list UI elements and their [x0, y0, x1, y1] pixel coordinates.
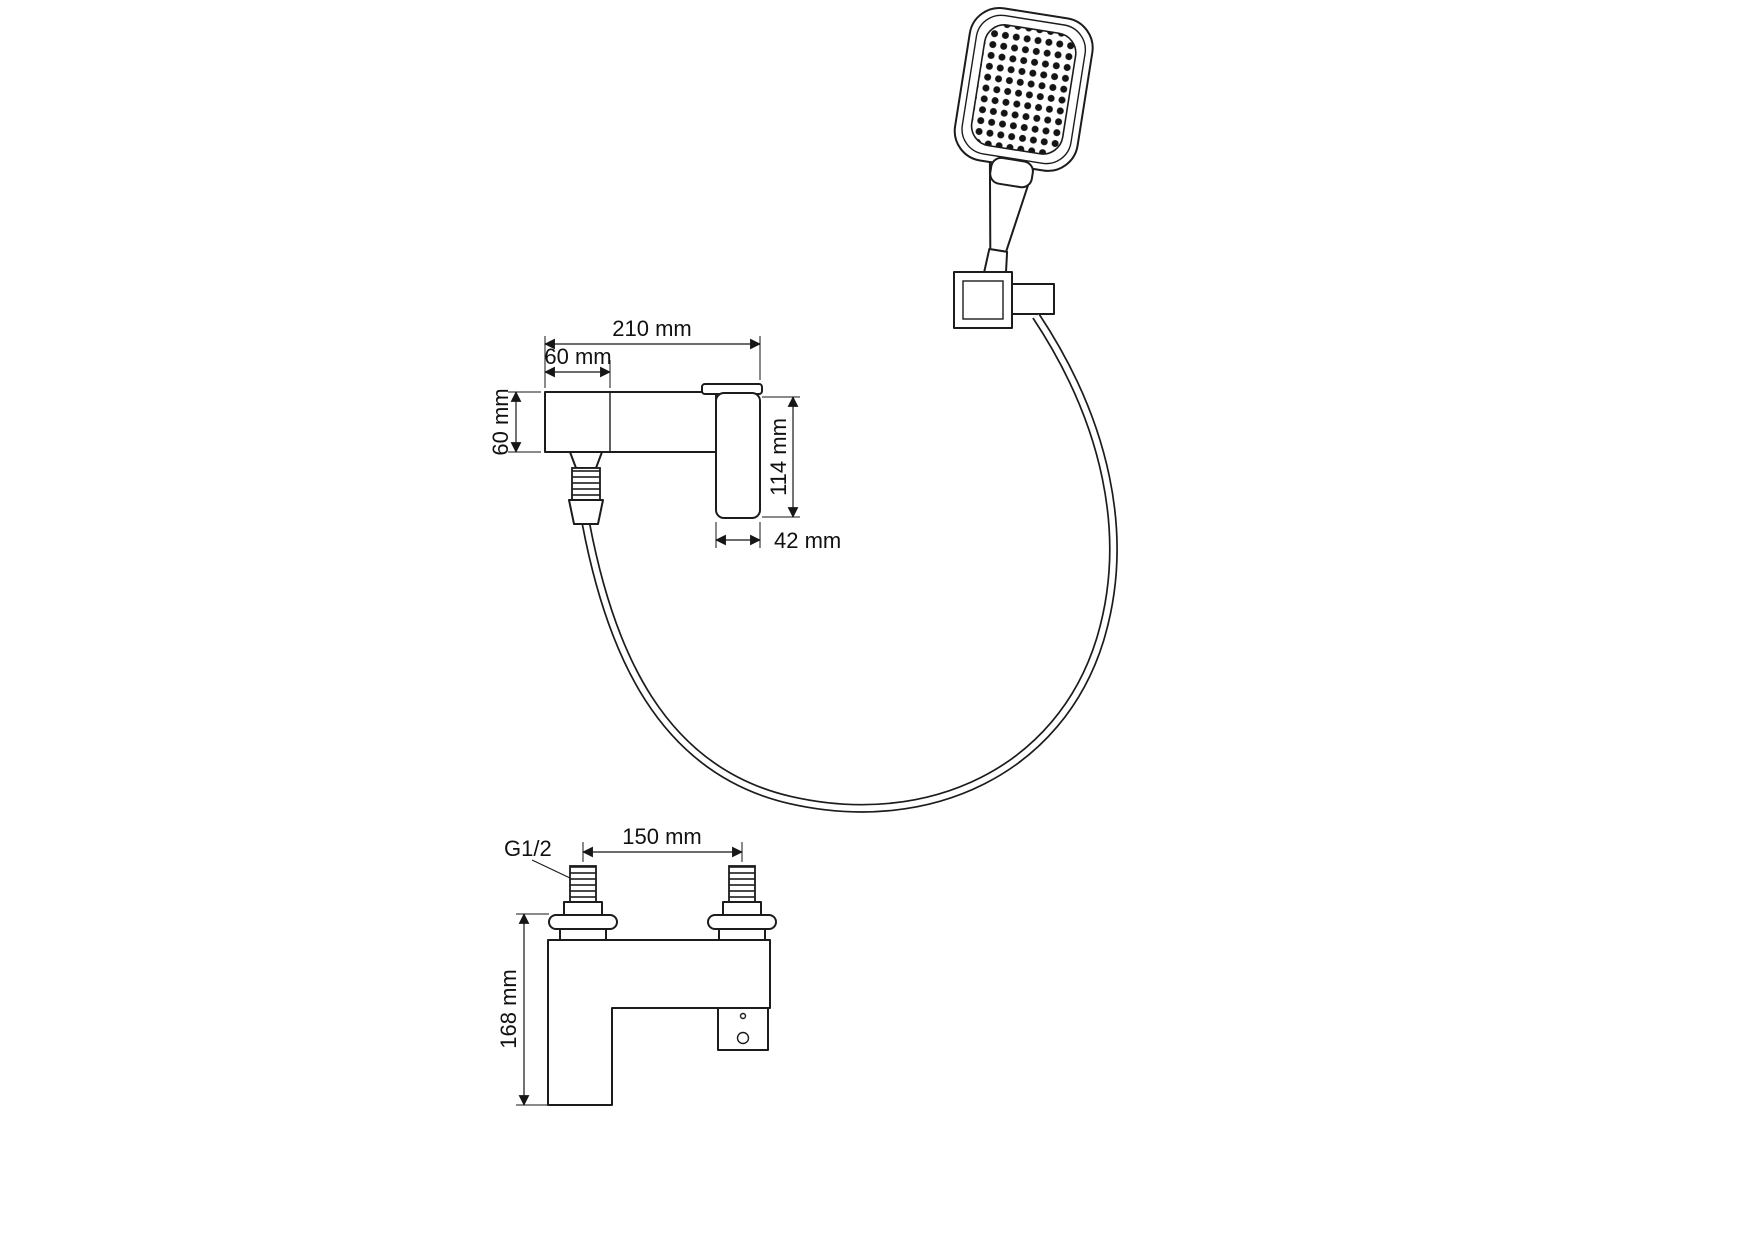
faucet-front-view: G1/2 150 mm 168 mm	[496, 824, 777, 1106]
hose-core	[583, 314, 1117, 812]
hose-nut	[568, 499, 604, 525]
dim-inlet-spacing-label: 150 mm	[622, 824, 701, 849]
right-inlet	[707, 865, 777, 941]
left-inlet	[548, 865, 618, 941]
bracket-base-inner	[962, 280, 1004, 320]
mixer-handle-side	[715, 392, 761, 519]
right-inlet-nut-lower	[718, 928, 766, 941]
thread-leader-line	[531, 859, 571, 879]
outlet-adapter-cone	[569, 451, 603, 469]
outlet-screw	[736, 1031, 750, 1045]
bracket-holder-arm	[1009, 283, 1055, 315]
left-inlet-nut-lower	[559, 928, 607, 941]
left-inlet-nut-upper	[563, 901, 603, 916]
shower-hose	[581, 313, 1118, 813]
hand-shower-head	[953, 7, 1094, 302]
mixer-body-side	[544, 391, 717, 453]
shower-handle-grip	[989, 156, 1034, 189]
dim-handle-height-label: 114 mm	[766, 418, 791, 496]
hose-outline	[581, 313, 1118, 813]
faucet-side-view: 210 mm 60 mm 60 mm 114 mm 42 mm	[488, 316, 841, 553]
left-inlet-flange	[548, 914, 618, 930]
wall-bracket	[953, 271, 1055, 329]
right-inlet-flange	[707, 914, 777, 930]
outlet-pin-hole	[739, 1012, 747, 1020]
right-inlet-thread	[728, 865, 756, 903]
hand-shower	[953, 7, 1094, 329]
dim-overall-height-label: 168 mm	[496, 969, 521, 1048]
thread-size-label: G1/2	[504, 836, 552, 861]
dim-body-height-label: 60 mm	[488, 388, 513, 455]
dim-handle-width-label: 42 mm	[774, 528, 841, 553]
dim-left-block-width-label: 60 mm	[544, 344, 611, 369]
dim-total-width-label: 210 mm	[612, 316, 691, 341]
shower-head-spray-face	[970, 24, 1077, 155]
left-inlet-thread	[569, 865, 597, 903]
outlet-threaded-section	[571, 467, 601, 501]
right-inlet-nut-upper	[722, 901, 762, 916]
